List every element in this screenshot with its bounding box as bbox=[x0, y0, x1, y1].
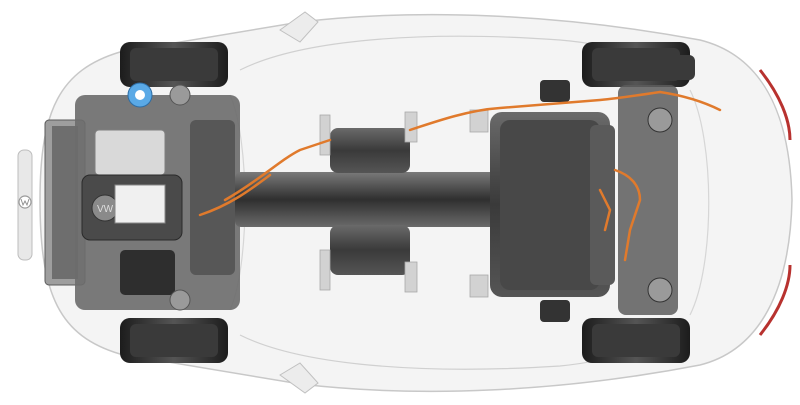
front-right-wheel bbox=[120, 318, 228, 363]
battery-pack bbox=[330, 112, 615, 297]
high-voltage-cable bbox=[198, 90, 722, 262]
battery-tunnel bbox=[235, 172, 505, 227]
vw-logo-icon bbox=[18, 195, 32, 209]
electric-motor: VW bbox=[75, 82, 240, 311]
rear-suspension bbox=[540, 55, 695, 322]
floor-brackets bbox=[319, 109, 489, 298]
rear-right-wheel bbox=[582, 318, 690, 363]
svg-text:VW: VW bbox=[97, 204, 114, 215]
front-left-wheel bbox=[120, 42, 228, 87]
